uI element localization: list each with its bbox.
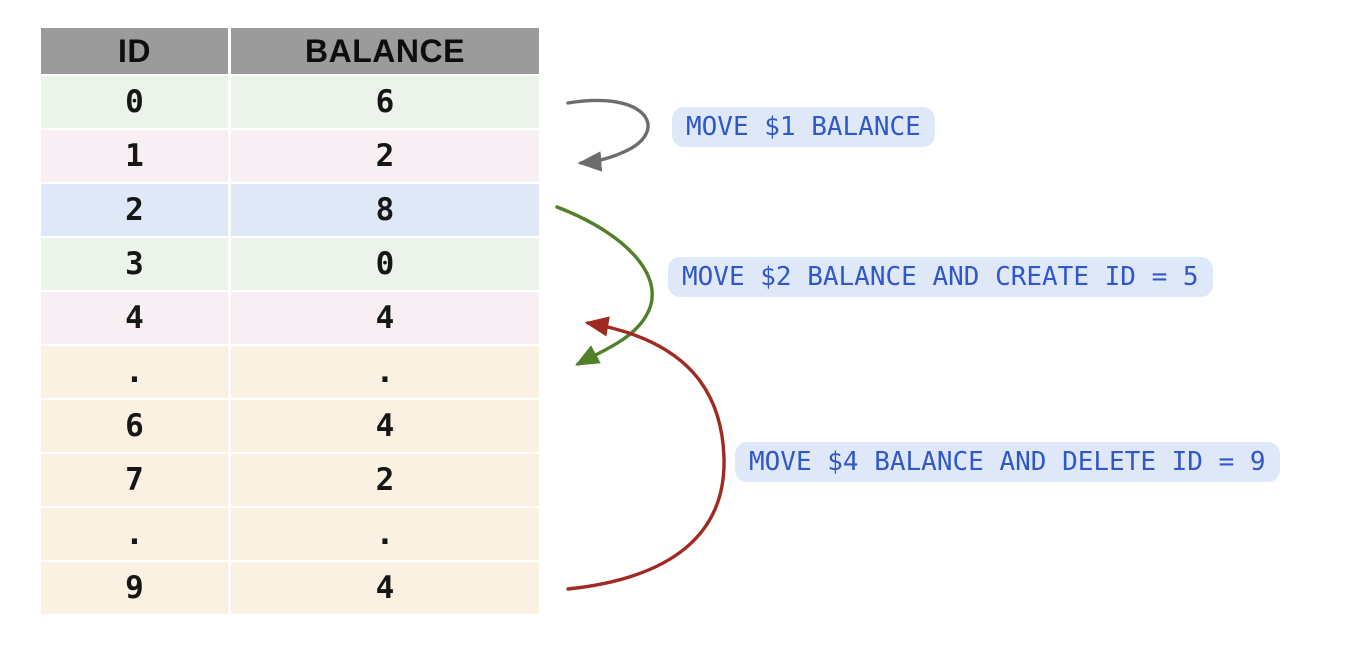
balance-cell: . bbox=[231, 346, 539, 398]
balance-cell: 6 bbox=[231, 76, 539, 128]
annotation-move-4-balance-delete: MOVE $4 BALANCE AND DELETE ID = 9 bbox=[735, 442, 1280, 482]
id-cell: 4 bbox=[41, 292, 228, 344]
balance-cell: 2 bbox=[231, 454, 539, 506]
id-cell: . bbox=[41, 508, 228, 560]
balance-cell: 8 bbox=[231, 184, 539, 236]
column-header-balance: BALANCE bbox=[231, 28, 539, 74]
id-cell: 7 bbox=[41, 454, 228, 506]
annotation-move-1-balance: MOVE $1 BALANCE bbox=[672, 107, 935, 147]
id-cell: 3 bbox=[41, 238, 228, 290]
id-cell: 0 bbox=[41, 76, 228, 128]
arrow-move-1-balance bbox=[566, 98, 650, 172]
balance-cell: 4 bbox=[231, 292, 539, 344]
balance-cell: 4 bbox=[231, 400, 539, 452]
column-header-id: ID bbox=[41, 28, 228, 74]
ledger-table: ID BALANCE 0 6 1 2 2 8 3 0 4 4 . . 6 4 7… bbox=[41, 28, 539, 614]
balance-cell: . bbox=[231, 508, 539, 560]
arrow-move-2-balance-create bbox=[555, 205, 654, 366]
id-cell: 9 bbox=[41, 562, 228, 614]
id-cell: 6 bbox=[41, 400, 228, 452]
id-cell: 1 bbox=[41, 130, 228, 182]
id-cell: 2 bbox=[41, 184, 228, 236]
balance-cell: 2 bbox=[231, 130, 539, 182]
balance-cell: 4 bbox=[231, 562, 539, 614]
id-cell: . bbox=[41, 346, 228, 398]
annotation-move-2-balance-create: MOVE $2 BALANCE AND CREATE ID = 5 bbox=[668, 257, 1213, 297]
arrow-move-4-balance-delete bbox=[566, 316, 726, 591]
balance-cell: 0 bbox=[231, 238, 539, 290]
